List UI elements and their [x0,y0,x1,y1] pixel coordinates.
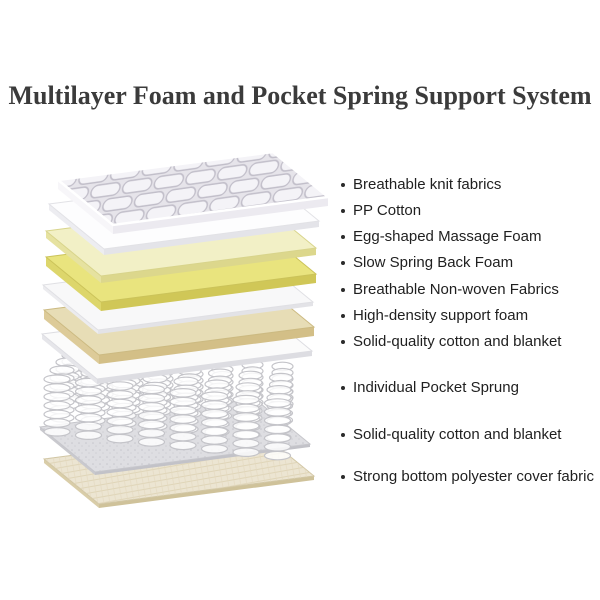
page-title: Multilayer Foam and Pocket Spring Suppor… [8,81,592,110]
feature-label: PP Cotton [353,202,422,219]
feature-item-pp-cotton: PP Cotton [341,202,421,220]
bullet-icon [341,386,345,390]
bullet-icon [341,340,345,344]
feature-label: Egg-shaped Massage Foam [353,228,542,245]
bullet-icon [341,314,345,318]
feature-item-high-density-support-foam: High-density support foam [341,307,528,325]
layer-quilted-knit-cover [54,150,332,234]
feature-label: Breathable knit fabrics [353,176,502,193]
bullet-icon [341,209,345,213]
bullet-icon [341,261,345,265]
feature-item-breathable-non-woven-fabrics: Breathable Non-woven Fabrics [341,281,559,299]
feature-label: Solid-quality cotton and blanket [353,333,562,350]
bullet-icon [341,475,345,479]
feature-label: High-density support foam [353,307,529,324]
bullet-icon [341,433,345,437]
bullet-icon [341,235,345,239]
feature-item-solid-quality-cotton-blanket-top: Solid-quality cotton and blanket [341,333,561,351]
feature-label: Slow Spring Back Foam [353,254,514,271]
bullet-icon [341,288,345,292]
feature-label: Individual Pocket Sprung [353,379,519,396]
feature-item-strong-bottom-polyester-cover-fabric: Strong bottom polyester cover fabric [341,468,594,486]
feature-item-breathable-knit-fabrics: Breathable knit fabrics [341,176,501,194]
feature-label: Breathable Non-woven Fabrics [353,281,559,298]
feature-item-slow-spring-back-foam: Slow Spring Back Foam [341,254,513,272]
feature-label: Solid-quality cotton and blanket [353,426,562,443]
feature-item-individual-pocket-sprung: Individual Pocket Sprung [341,379,519,397]
feature-item-egg-shaped-massage-foam: Egg-shaped Massage Foam [341,228,541,246]
bullet-icon [341,183,345,187]
feature-item-solid-quality-cotton-blanket-bottom: Solid-quality cotton and blanket [341,426,561,444]
feature-label: Strong bottom polyester cover fabric [353,468,594,485]
